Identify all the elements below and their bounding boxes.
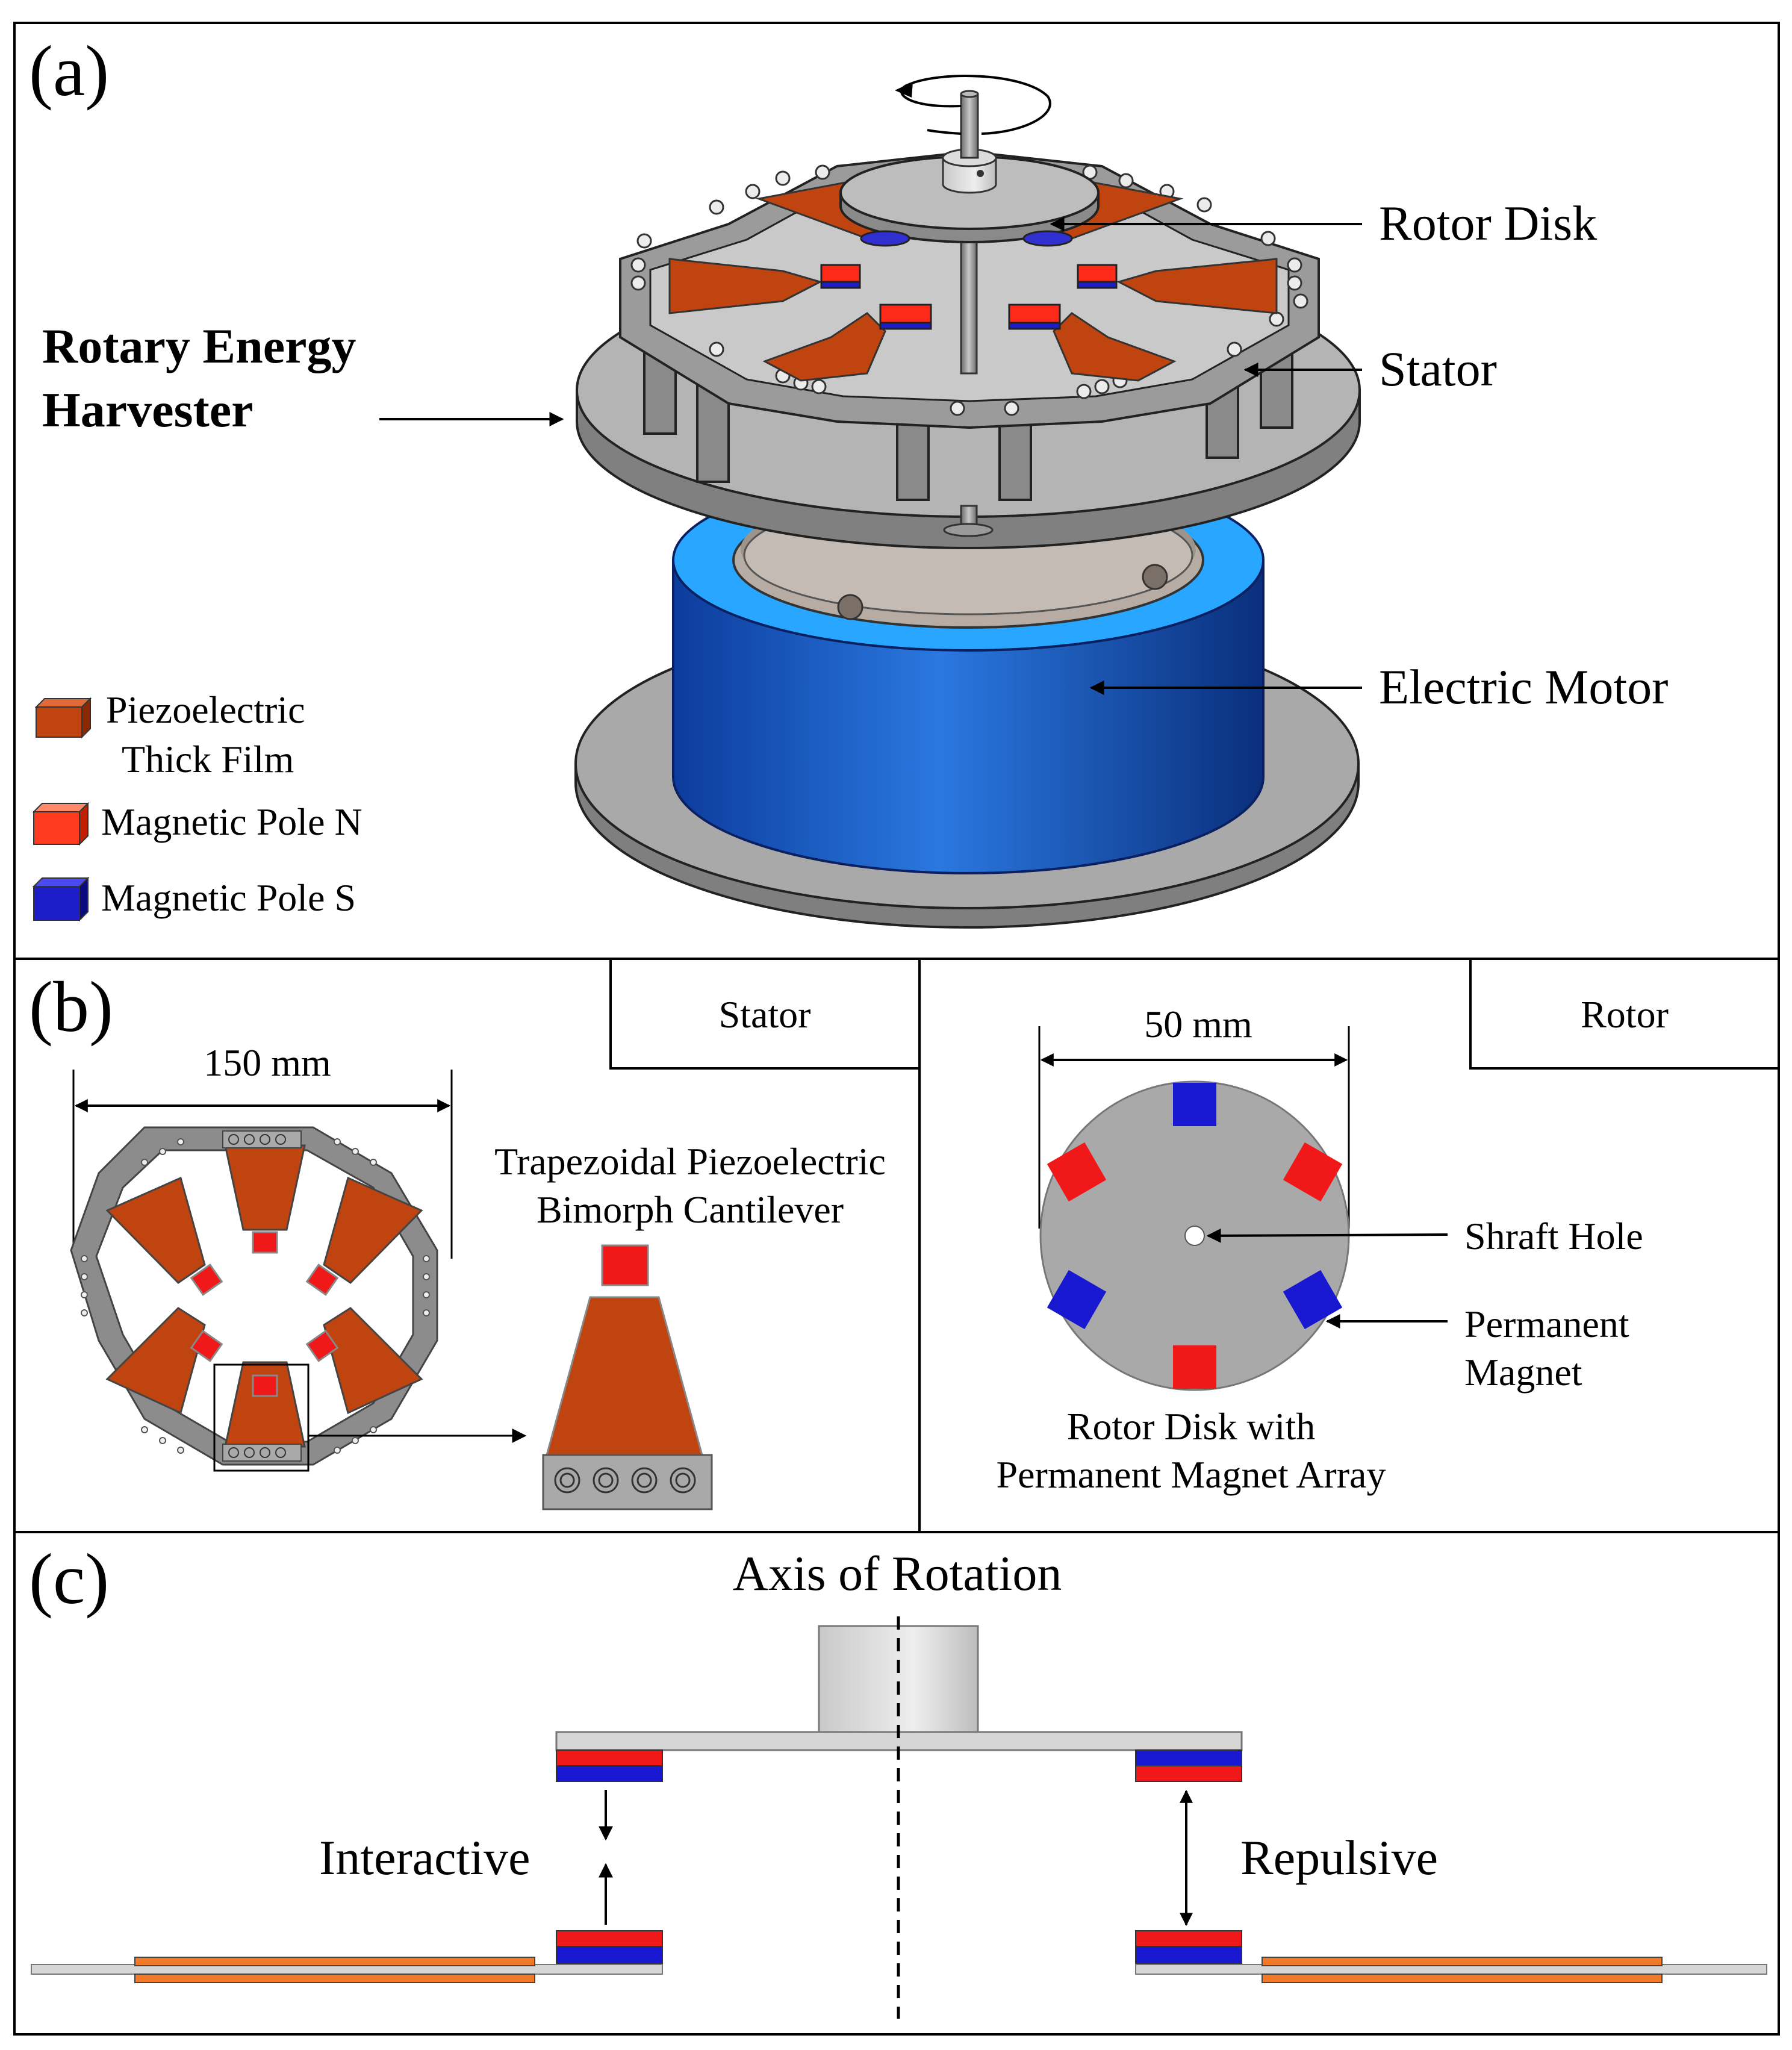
cantilever-piezo xyxy=(546,1296,703,1456)
rotor-magnet-right-n xyxy=(1135,1765,1242,1782)
cantilever-highlight-box xyxy=(213,1363,310,1472)
shaft-hole-label: Shraft Hole xyxy=(1464,1215,1643,1257)
magnet-label-line1: Permanent xyxy=(1464,1303,1629,1345)
electric-motor-callout: Electric Motor xyxy=(1379,659,1668,714)
left-cantilever-side xyxy=(31,1930,663,1983)
rotor-tab-label: Rotor xyxy=(1581,993,1669,1036)
repulsive-label: Repulsive xyxy=(1240,1830,1438,1885)
rotor-disk-callout: Rotor Disk xyxy=(1379,196,1597,251)
stator-magnet-right-n xyxy=(1135,1930,1242,1947)
shaft-hole xyxy=(1184,1226,1205,1246)
rotor-assembly xyxy=(839,75,1100,537)
panel-b: (b) Stator Rotor 150 mm xyxy=(29,959,1779,1510)
panel-a: (a) xyxy=(29,31,1668,929)
stator-top-view xyxy=(70,1126,438,1472)
panel-c: (c) Axis of Rotation Interactive Repulsi… xyxy=(29,1539,1767,2019)
legend-north-label: Magnetic Pole N xyxy=(101,800,362,843)
harvester-title-line2: Harvester xyxy=(42,382,254,437)
cantilever-label-line2: Bimorph Cantilever xyxy=(537,1188,844,1231)
stator-magnet-left-n xyxy=(556,1930,663,1947)
cantilever-label-line1: Trapezoidal Piezoelectric xyxy=(494,1140,886,1183)
legend-piezo-line2: Thick Film xyxy=(122,738,294,780)
rotor-tab-box xyxy=(1469,959,1779,1070)
stator-tab-label: Stator xyxy=(719,993,811,1036)
rotor-magnet-n-upper-left xyxy=(1047,1142,1107,1202)
rotor-magnet-s-top xyxy=(1173,1083,1216,1126)
rotor-magnet-right-s xyxy=(1135,1749,1242,1766)
harvester-title-line1: Rotary Energy xyxy=(42,319,356,373)
stator-magnet-left-s xyxy=(556,1946,663,1964)
rotor-magnet-left-n xyxy=(556,1749,663,1766)
panel-c-label: (c) xyxy=(29,1539,109,1619)
stator-magnet-right-s xyxy=(1135,1946,1242,1964)
rotor-magnet-left-s xyxy=(556,1765,663,1782)
rotor-caption-line2: Permanent Magnet Array xyxy=(997,1453,1386,1496)
interactive-label: Interactive xyxy=(319,1830,530,1885)
shaft-hole-pointer-arrow xyxy=(1206,1228,1448,1243)
panel-b-label: (b) xyxy=(29,967,113,1047)
legend-south-swatch xyxy=(32,876,90,922)
stator-callout: Stator xyxy=(1379,341,1497,396)
legend: Piezoelectric Thick Film Magnetic Pole N… xyxy=(32,688,362,922)
rotor-top-view xyxy=(1039,1080,1350,1391)
cantilever-magnet xyxy=(601,1244,649,1286)
rotor-magnet-n-upper-right xyxy=(1283,1142,1343,1202)
magnet-label-line2: Magnet xyxy=(1464,1351,1582,1394)
legend-piezo-line1: Piezoelectric xyxy=(106,688,305,731)
cantilever-detail: Trapezoidal Piezoelectric Bimorph Cantil… xyxy=(494,1140,886,1510)
rotor-dimension-label: 50 mm xyxy=(1144,1003,1252,1045)
stator-tab-box xyxy=(609,959,919,1070)
legend-south-label: Magnetic Pole S xyxy=(101,876,356,919)
panel-a-label: (a) xyxy=(29,31,109,111)
rotor-magnet-n-bottom xyxy=(1173,1345,1216,1389)
axis-of-rotation-label: Axis of Rotation xyxy=(733,1546,1062,1601)
legend-piezo-swatch xyxy=(34,697,92,739)
legend-north-swatch xyxy=(32,802,90,846)
rotor-magnet-s-lower-left xyxy=(1047,1270,1107,1330)
cantilever-base xyxy=(542,1454,713,1510)
rotor-caption-line1: Rotor Disk with xyxy=(1067,1405,1315,1448)
stator-dimension-label: 150 mm xyxy=(204,1041,331,1084)
figure-frame xyxy=(13,22,1780,2036)
right-cantilever-side xyxy=(1135,1930,1767,1983)
